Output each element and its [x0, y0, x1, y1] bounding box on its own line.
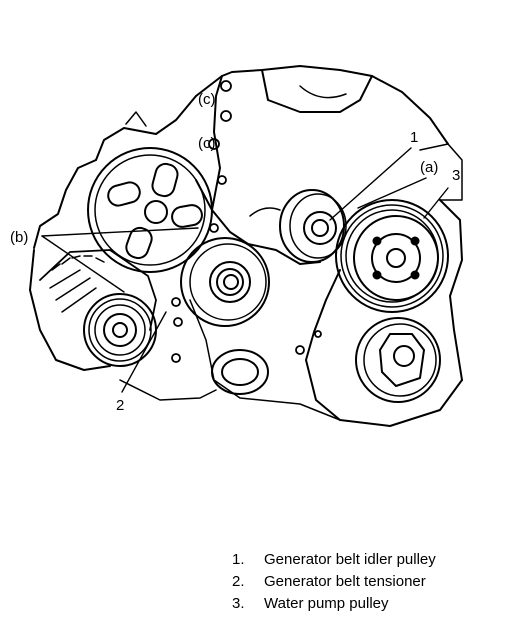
parts-legend: 1. Generator belt idler pulley 2. Genera… [232, 549, 436, 615]
oval-seal [211, 349, 269, 395]
lower-hub [355, 317, 441, 403]
legend-text: Generator belt tensioner [264, 573, 426, 590]
callout-3: 3 [452, 167, 460, 184]
legend-item: 3. Water pump pulley [232, 593, 436, 615]
legend-text: Generator belt idler pulley [264, 551, 436, 568]
crankshaft-pulley [87, 147, 213, 273]
callout-2: 2 [116, 397, 124, 414]
legend-item: 2. Generator belt tensioner [232, 571, 436, 593]
callout-c-lower: (c) [198, 135, 216, 152]
engine-block-outline [29, 65, 463, 427]
generator-pulley [39, 249, 157, 367]
callout-b: (b) [10, 229, 28, 246]
legend-number: 3. [232, 595, 245, 612]
legend-number: 1. [232, 551, 245, 568]
engine-belt-diagram: (c) (c) 1 (a) 3 (b) 2 [10, 65, 463, 427]
callout-1: 1 [410, 129, 418, 146]
water-pump-pulley [335, 199, 449, 313]
generator-belt-idler-pulley [279, 189, 347, 263]
callout-a: (a) [420, 159, 438, 176]
generator-belt-tensioner [180, 237, 270, 327]
leader-lines [41, 147, 449, 393]
callout-c: (c) [198, 91, 216, 108]
legend-number: 2. [232, 573, 245, 590]
legend-text: Water pump pulley [264, 595, 389, 612]
legend-item: 1. Generator belt idler pulley [232, 549, 436, 571]
